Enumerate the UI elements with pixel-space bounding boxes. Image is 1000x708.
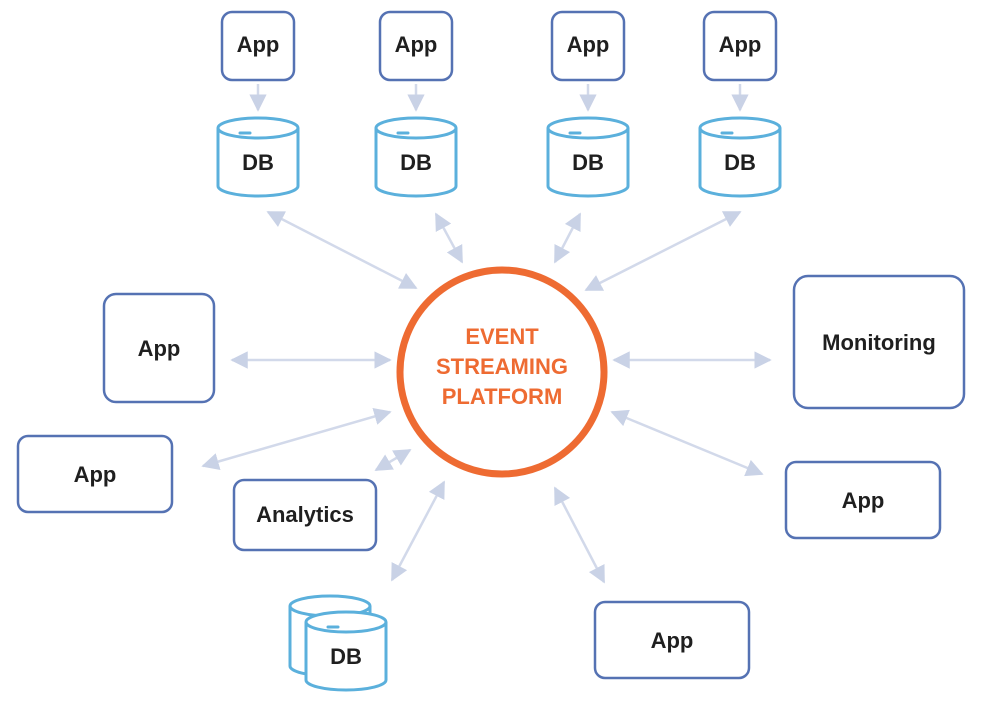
analytics-label: Analytics: [256, 502, 354, 527]
top-app-3[interactable]: App: [550, 10, 626, 82]
top-db-2-label: DB: [400, 150, 432, 175]
connectors: [201, 84, 772, 584]
app-right-label: App: [842, 488, 885, 513]
connector-analytics: [374, 448, 412, 472]
platform-label-line-1: EVENT: [465, 324, 539, 349]
app-left-upper-label: App: [138, 336, 181, 361]
monitoring-label: Monitoring: [822, 330, 936, 355]
top-app-1-label: App: [237, 32, 280, 57]
top-db-4-label: DB: [724, 150, 756, 175]
connector-db4: [584, 210, 742, 292]
connector-app-right: [610, 409, 764, 477]
event-streaming-platform[interactable]: EVENT STREAMING PLATFORM: [396, 266, 608, 478]
connector-app-left-lower: [201, 407, 392, 471]
monitoring-node[interactable]: Monitoring: [792, 274, 966, 410]
top-db-2[interactable]: DB: [374, 116, 458, 198]
db-bottom[interactable]: DB: [288, 594, 388, 692]
app-left-upper[interactable]: App: [102, 292, 216, 404]
top-app-2[interactable]: App: [378, 10, 454, 82]
top-app-4-label: App: [719, 32, 762, 57]
platform-label-line-3: PLATFORM: [442, 384, 563, 409]
top-app-3-label: App: [567, 32, 610, 57]
top-db-4[interactable]: DB: [698, 116, 782, 198]
top-db-3[interactable]: DB: [546, 116, 630, 198]
app-left-lower[interactable]: App: [16, 434, 174, 514]
top-db-1-label: DB: [242, 150, 274, 175]
connector-db2: [434, 212, 464, 264]
app-right[interactable]: App: [784, 460, 942, 540]
platform-label-line-2: STREAMING: [436, 354, 568, 379]
connector-db1: [266, 210, 418, 290]
db-bottom-label: DB: [330, 644, 362, 669]
connector-app-bottom: [553, 486, 606, 584]
top-app-1[interactable]: App: [220, 10, 296, 82]
app-bottom[interactable]: App: [593, 600, 751, 680]
top-db-1[interactable]: DB: [216, 116, 300, 198]
top-app-4[interactable]: App: [702, 10, 778, 82]
app-bottom-label: App: [651, 628, 694, 653]
top-app-2-label: App: [395, 32, 438, 57]
connector-db-bottom: [390, 480, 446, 582]
top-db-3-label: DB: [572, 150, 604, 175]
app-left-lower-label: App: [74, 462, 117, 487]
connector-db3: [553, 212, 582, 264]
analytics-node[interactable]: Analytics: [232, 478, 378, 552]
